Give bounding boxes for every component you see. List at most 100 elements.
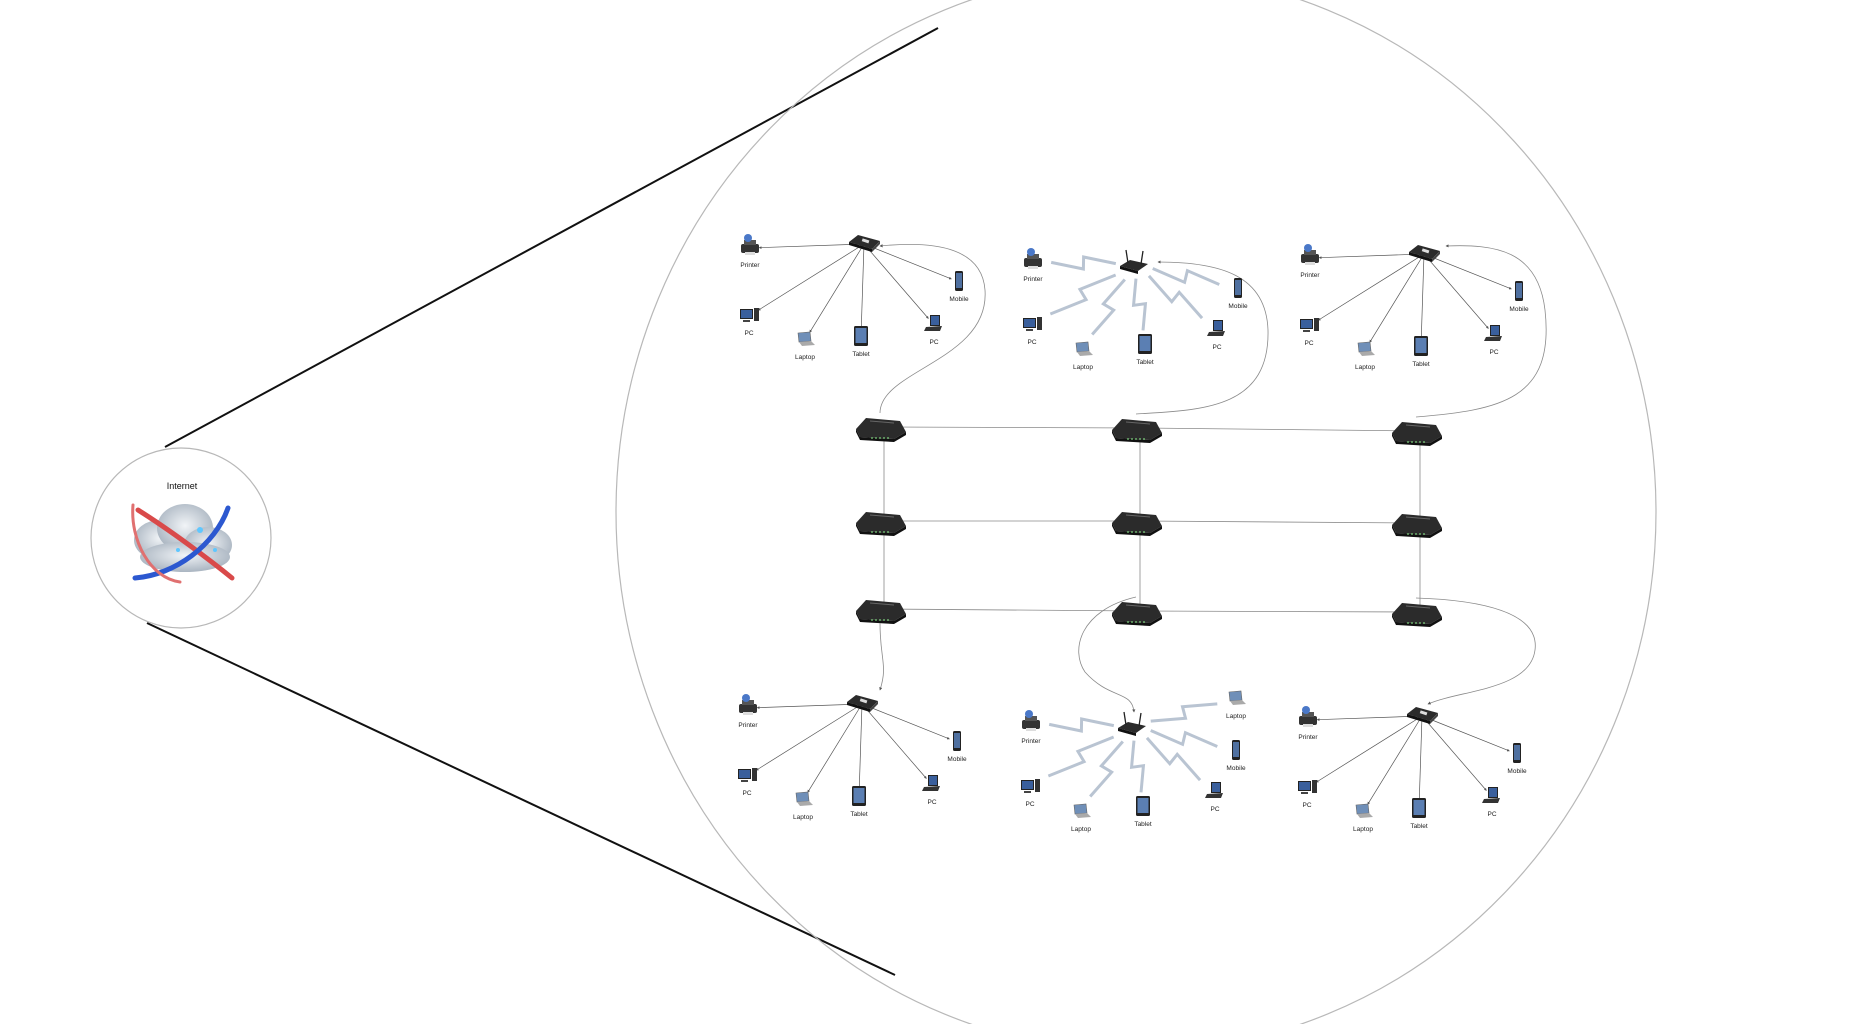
pc-device-icon xyxy=(1021,779,1040,793)
device-link xyxy=(1315,715,1423,783)
device-label: Mobile xyxy=(1226,765,1246,772)
device-link xyxy=(857,703,863,791)
backbone-links xyxy=(882,425,1422,613)
device-link xyxy=(1423,253,1512,290)
wireless-link xyxy=(1150,702,1218,723)
device-link xyxy=(809,243,865,333)
device-label: PC xyxy=(1025,801,1034,808)
tablet-device-icon xyxy=(852,786,866,806)
backbone-router-icon xyxy=(1392,603,1442,627)
uplink-connector xyxy=(879,243,986,414)
printer-device-icon xyxy=(1299,706,1317,727)
wireless-link xyxy=(1131,278,1148,331)
wireless-link xyxy=(1091,278,1126,336)
device-link xyxy=(1369,253,1425,343)
switch-icon xyxy=(1409,245,1440,262)
zoom-circle xyxy=(615,0,1657,1024)
printer-device-icon xyxy=(1022,710,1040,731)
device-label: Printer xyxy=(1300,272,1320,279)
tablet-device-icon xyxy=(1412,798,1426,818)
device-link xyxy=(1417,715,1423,803)
mobile-device-icon xyxy=(1232,740,1240,760)
pc-device-icon xyxy=(922,775,940,791)
device-link xyxy=(755,703,863,771)
wireless-router-icon xyxy=(1120,249,1148,274)
printer-device-icon xyxy=(1024,248,1042,269)
wireless-link xyxy=(1147,274,1204,320)
device-link xyxy=(863,243,952,280)
device-link xyxy=(1421,715,1510,752)
uplink-connector xyxy=(1415,244,1547,418)
device-label: Printer xyxy=(738,722,758,729)
device-label: Mobile xyxy=(949,296,969,303)
device-label: Tablet xyxy=(1134,821,1152,828)
device-link xyxy=(1318,253,1425,259)
backbone-link xyxy=(883,425,1141,429)
device-label: Laptop xyxy=(1226,713,1246,720)
device-label: PC xyxy=(1302,802,1311,809)
device-label: Printer xyxy=(740,262,760,269)
device-label: PC xyxy=(1489,349,1498,356)
internet-cloud-icon xyxy=(131,503,235,584)
device-link xyxy=(757,243,865,311)
wireless-link xyxy=(1049,273,1117,316)
device-label: PC xyxy=(1212,344,1221,351)
device-label: Mobile xyxy=(1507,768,1527,775)
printer-device-icon xyxy=(739,694,757,715)
zoom-connector-top xyxy=(164,27,939,448)
wireless-link xyxy=(1152,267,1220,286)
device-label: Tablet xyxy=(1412,361,1430,368)
uplink-connector xyxy=(1135,260,1269,415)
device-label: Tablet xyxy=(850,811,868,818)
device-label: Laptop xyxy=(795,354,815,361)
wireless-link xyxy=(1150,729,1218,748)
device-label: Laptop xyxy=(1355,364,1375,371)
backbone-router-icon xyxy=(856,600,906,624)
device-link xyxy=(859,243,865,331)
device-link xyxy=(863,243,929,319)
laptop-device-icon xyxy=(797,331,815,346)
backbone-link xyxy=(1139,609,1421,613)
backbone-link xyxy=(1139,426,1421,432)
device-link xyxy=(756,703,863,709)
pc-device-icon xyxy=(738,768,757,782)
backbone-link xyxy=(1139,519,1421,524)
uplink-connector xyxy=(879,622,884,691)
pc-device-icon xyxy=(1023,317,1042,331)
laptop-device-icon xyxy=(1075,341,1093,356)
device-label: Mobile xyxy=(1228,303,1248,310)
device-label: Mobile xyxy=(1509,306,1529,313)
device-label: PC xyxy=(1304,340,1313,347)
pc-device-icon xyxy=(1484,325,1502,341)
device-label: PC xyxy=(927,799,936,806)
tablet-device-icon xyxy=(854,326,868,346)
mobile-device-icon xyxy=(955,271,963,291)
device-label: PC xyxy=(1027,339,1036,346)
laptop-device-icon xyxy=(1073,803,1091,818)
laptop-device-icon xyxy=(1228,690,1246,705)
laptop-device-icon xyxy=(795,791,813,806)
device-link xyxy=(1316,715,1423,721)
switch-icon xyxy=(1407,707,1438,724)
wireless-link xyxy=(1089,740,1124,798)
wireless-router-icon xyxy=(1118,711,1146,736)
device-label: Laptop xyxy=(1353,826,1373,833)
pc-device-icon xyxy=(1300,318,1319,332)
printer-device-icon xyxy=(1301,244,1319,265)
backbone-router-icon xyxy=(1392,514,1442,538)
pc-device-icon xyxy=(1205,782,1223,798)
backbone-router-icon xyxy=(856,418,906,442)
device-label: Laptop xyxy=(1073,364,1093,371)
zoom-connector-bottom xyxy=(146,622,896,976)
wireless-link xyxy=(1129,740,1146,793)
device-label: Mobile xyxy=(947,756,967,763)
mobile-device-icon xyxy=(953,731,961,751)
printer-device-icon xyxy=(741,234,759,255)
